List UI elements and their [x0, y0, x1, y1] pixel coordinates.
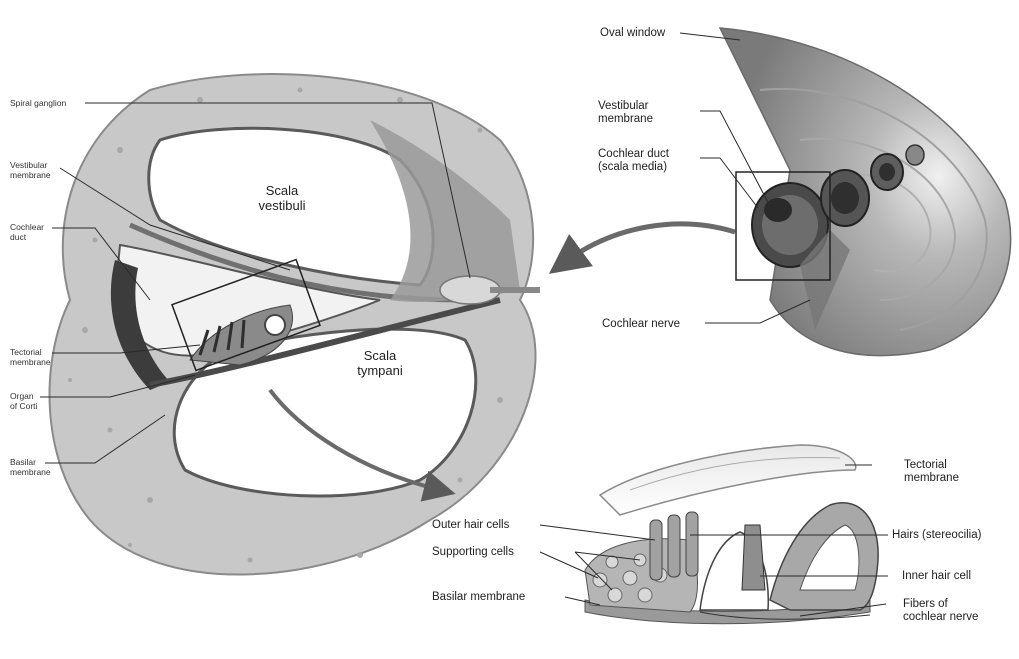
label-oval-window: Oval window [600, 27, 665, 40]
label-organ-of-corti: Organ of Corti [10, 391, 37, 411]
organ-detail-panel [585, 445, 878, 624]
label-tectorial-membrane-left: Tectorial membrane [10, 347, 51, 367]
label-scala-tympani: Scala tympani [330, 348, 430, 378]
label-scala-vestibuli: Scala vestibuli [232, 183, 332, 213]
label-basilar-membrane-left: Basilar membrane [10, 457, 51, 477]
cross-section-panel [50, 74, 540, 574]
label-inner-hair-cell: Inner hair cell [902, 570, 971, 583]
cochlea-turn-3-inner [879, 163, 895, 181]
tectorial-membrane-shape [600, 445, 856, 515]
cochlea-turn-1-duct [764, 198, 792, 222]
outer-hair-cells-shape [650, 512, 698, 580]
label-cochlear-duct-left: Cochlear duct [10, 222, 44, 242]
label-cochlear-duct-right: Cochlear duct (scala media) [598, 148, 669, 174]
label-basilar-membrane-right: Basilar membrane [432, 591, 525, 604]
label-cochlear-nerve: Cochlear nerve [602, 318, 680, 331]
label-tectorial-membrane-right: Tectorial membrane [904, 459, 959, 485]
cochlea-turn-2-inner [831, 182, 859, 214]
label-fibers-cochlear-nerve: Fibers of cochlear nerve [903, 598, 978, 624]
label-hairs-stereocilia: Hairs (stereocilia) [892, 529, 981, 542]
label-outer-hair-cells: Outer hair cells [432, 519, 509, 532]
label-supporting-cells: Supporting cells [432, 546, 514, 559]
cochlea-apex [906, 145, 924, 165]
label-vestibular-membrane-left: Vestibular membrane [10, 160, 51, 180]
cochlea-arrow [565, 224, 735, 262]
label-spiral-ganglion: Spiral ganglion [10, 98, 66, 108]
cochlea-panel [565, 28, 1011, 356]
label-vestibular-membrane-right: Vestibular membrane [598, 100, 653, 126]
